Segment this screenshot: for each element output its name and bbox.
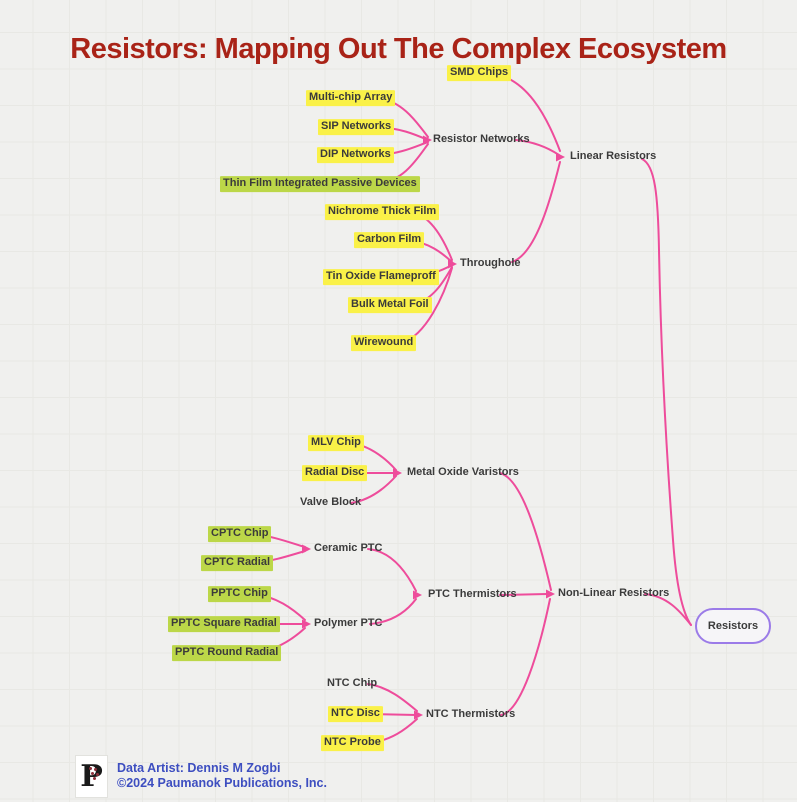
- node-pptc-square-radial: PPTC Square Radial: [168, 616, 280, 632]
- node-valve-block: Valve Block: [300, 496, 362, 509]
- node-sip-networks: SIP Networks: [318, 119, 395, 135]
- node-cptc-radial: CPTC Radial: [201, 555, 274, 571]
- edge-ptc-out: [499, 593, 548, 596]
- node-pptc-round-radial: PPTC Round Radial: [172, 645, 282, 661]
- node-ptc-thermistors: PTC Thermistors: [428, 588, 517, 601]
- node-mlv-chip: MLV Chip: [308, 435, 364, 451]
- root-label: Resistors: [707, 620, 759, 632]
- junction-arrow-ptc: [413, 590, 422, 600]
- junction-arrow-mov: [393, 468, 402, 478]
- logo-letter: P: [80, 758, 103, 794]
- edge-ceramic-ptc-out: [367, 548, 417, 592]
- node-metal-oxide-varistors: Metal Oxide Varistors: [407, 466, 519, 479]
- node-ntc-disc: NTC Disc: [328, 706, 383, 722]
- credits: Data Artist: Dennis M Zogbi ©2024 Pauman…: [117, 755, 327, 792]
- edge-ntc-out: [500, 598, 551, 716]
- edge-nonlinear-to-root: [644, 593, 692, 626]
- edge-throughole-out: [511, 161, 561, 263]
- credit-copyright: ©2024 Paumanok Publications, Inc.: [117, 776, 327, 791]
- node-tin-oxide-flameproff: Tin Oxide Flameproff: [323, 269, 439, 285]
- node-ntc-thermistors: NTC Thermistors: [426, 708, 516, 721]
- junction-arrow-linear: [556, 152, 565, 162]
- node-linear-resistors: Linear Resistors: [570, 150, 657, 163]
- edge-linear-to-root: [641, 158, 692, 626]
- edge-valve-block: [350, 475, 397, 504]
- edge-mov-out: [499, 472, 552, 591]
- node-smd-chips: SMD Chips: [447, 65, 512, 81]
- junction-arrow-throughole: [448, 259, 457, 269]
- edge-ntc-chip: [367, 683, 418, 712]
- node-multi-chip-array: Multi-chip Array: [306, 90, 396, 106]
- node-resistors-root: Resistors: [695, 608, 771, 644]
- logo-dots: [89, 767, 92, 770]
- node-throughole: Throughole: [460, 257, 521, 270]
- node-radial-disc: Radial Disc: [302, 465, 368, 481]
- node-nichrome-thick-film: Nichrome Thick Film: [325, 204, 440, 220]
- node-carbon-film: Carbon Film: [354, 232, 425, 248]
- page-title: Resistors: Mapping Out The Complex Ecosy…: [70, 33, 727, 65]
- node-dip-networks: DIP Networks: [317, 147, 394, 163]
- node-thin-film-ipd: Thin Film Integrated Passive Devices: [220, 176, 420, 192]
- junction-arrow-resistor-networks: [423, 135, 432, 145]
- paumanok-logo: P: [75, 755, 108, 798]
- credit-artist: Data Artist: Dennis M Zogbi: [117, 761, 281, 775]
- footer: P Data Artist: Dennis M Zogbi ©2024 Paum…: [75, 755, 327, 798]
- node-ntc-probe: NTC Probe: [321, 735, 384, 751]
- node-cptc-chip: CPTC Chip: [208, 526, 272, 542]
- node-ntc-chip: NTC Chip: [327, 677, 378, 690]
- junction-arrow-ntc: [414, 710, 423, 720]
- node-resistor-networks: Resistor Networks: [433, 133, 530, 146]
- node-pptc-chip: PPTC Chip: [208, 586, 271, 602]
- junction-arrow-nonlinear: [546, 589, 555, 599]
- junction-arrow-polymer: [302, 619, 311, 629]
- edge-polymer-ptc-out: [369, 598, 417, 625]
- node-wirewound: Wirewound: [351, 335, 417, 351]
- node-polymer-ptc: Polymer PTC: [314, 617, 383, 630]
- node-non-linear-resistors: Non-Linear Resistors: [558, 587, 670, 600]
- junction-arrow-ceramic: [302, 544, 311, 554]
- node-bulk-metal-foil: Bulk Metal Foil: [348, 297, 432, 313]
- node-ceramic-ptc: Ceramic PTC: [314, 542, 383, 555]
